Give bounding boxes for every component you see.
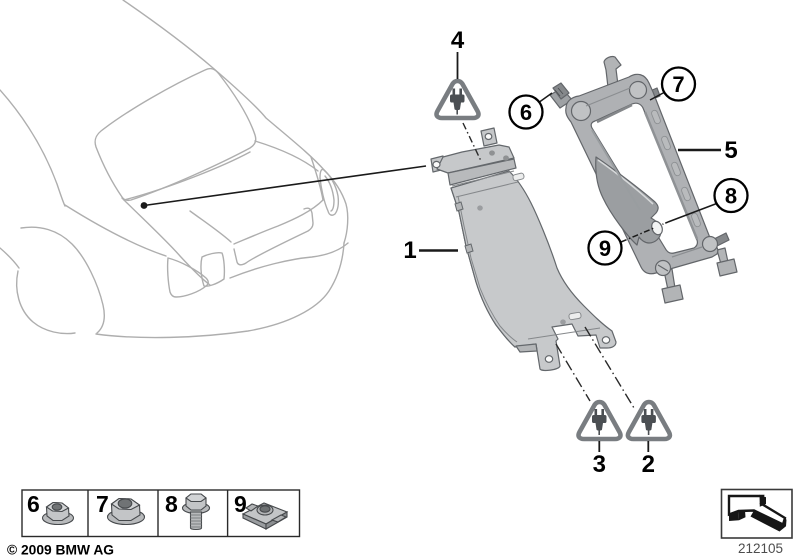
svg-text:7: 7 bbox=[96, 491, 109, 517]
svg-text:1: 1 bbox=[403, 237, 416, 264]
svg-text:4: 4 bbox=[451, 27, 465, 54]
svg-text:5: 5 bbox=[724, 137, 737, 164]
svg-text:8: 8 bbox=[725, 184, 737, 209]
svg-text:2: 2 bbox=[642, 451, 655, 478]
svg-text:© 2009 BMW AG: © 2009 BMW AG bbox=[7, 543, 114, 558]
svg-text:3: 3 bbox=[593, 451, 606, 478]
svg-text:212105: 212105 bbox=[738, 541, 783, 556]
svg-text:7: 7 bbox=[672, 72, 684, 97]
svg-text:6: 6 bbox=[520, 100, 532, 125]
svg-text:6: 6 bbox=[27, 491, 40, 517]
svg-text:9: 9 bbox=[599, 236, 611, 261]
svg-text:9: 9 bbox=[234, 491, 247, 517]
svg-text:8: 8 bbox=[165, 491, 178, 517]
